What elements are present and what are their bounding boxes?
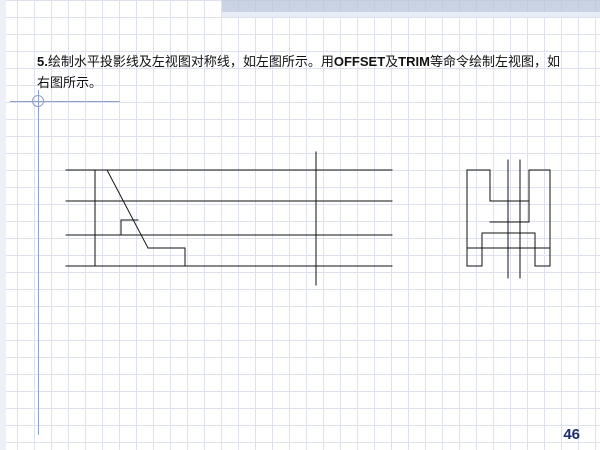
trim-command: TRIM <box>398 54 430 69</box>
left-drawing-front-view <box>94 169 186 267</box>
top-decorative-strip <box>222 12 600 17</box>
front-view-notch <box>120 219 139 236</box>
vertical-decorative-line <box>38 90 39 435</box>
instruction-text: 5.绘制水平投影线及左视图对称线，如左图所示。用OFFSET及TRIM等命令绘制… <box>37 51 567 94</box>
instruction-joiner: 及 <box>385 55 399 70</box>
right-drawing-left-view <box>466 159 551 279</box>
left-decorative-strip <box>0 0 6 450</box>
horizontal-decorative-line <box>10 101 120 102</box>
left-view-outline <box>466 169 551 267</box>
decorative-circle <box>32 95 44 107</box>
instruction-part-a: 绘制水平投影线及左视图对称线，如左图所示。用 <box>47 55 334 70</box>
front-view-step <box>147 247 186 267</box>
left-drawing-projection-lines <box>65 169 393 267</box>
instruction-part-b: 等命令绘制左视图，如右图所示。 <box>37 55 560 91</box>
top-decorative-bar <box>222 0 600 12</box>
front-view-slant-edge <box>106 169 149 249</box>
step-number: 5. <box>37 54 48 69</box>
page-number: 46 <box>563 426 580 443</box>
offset-command: OFFSET <box>333 54 386 69</box>
